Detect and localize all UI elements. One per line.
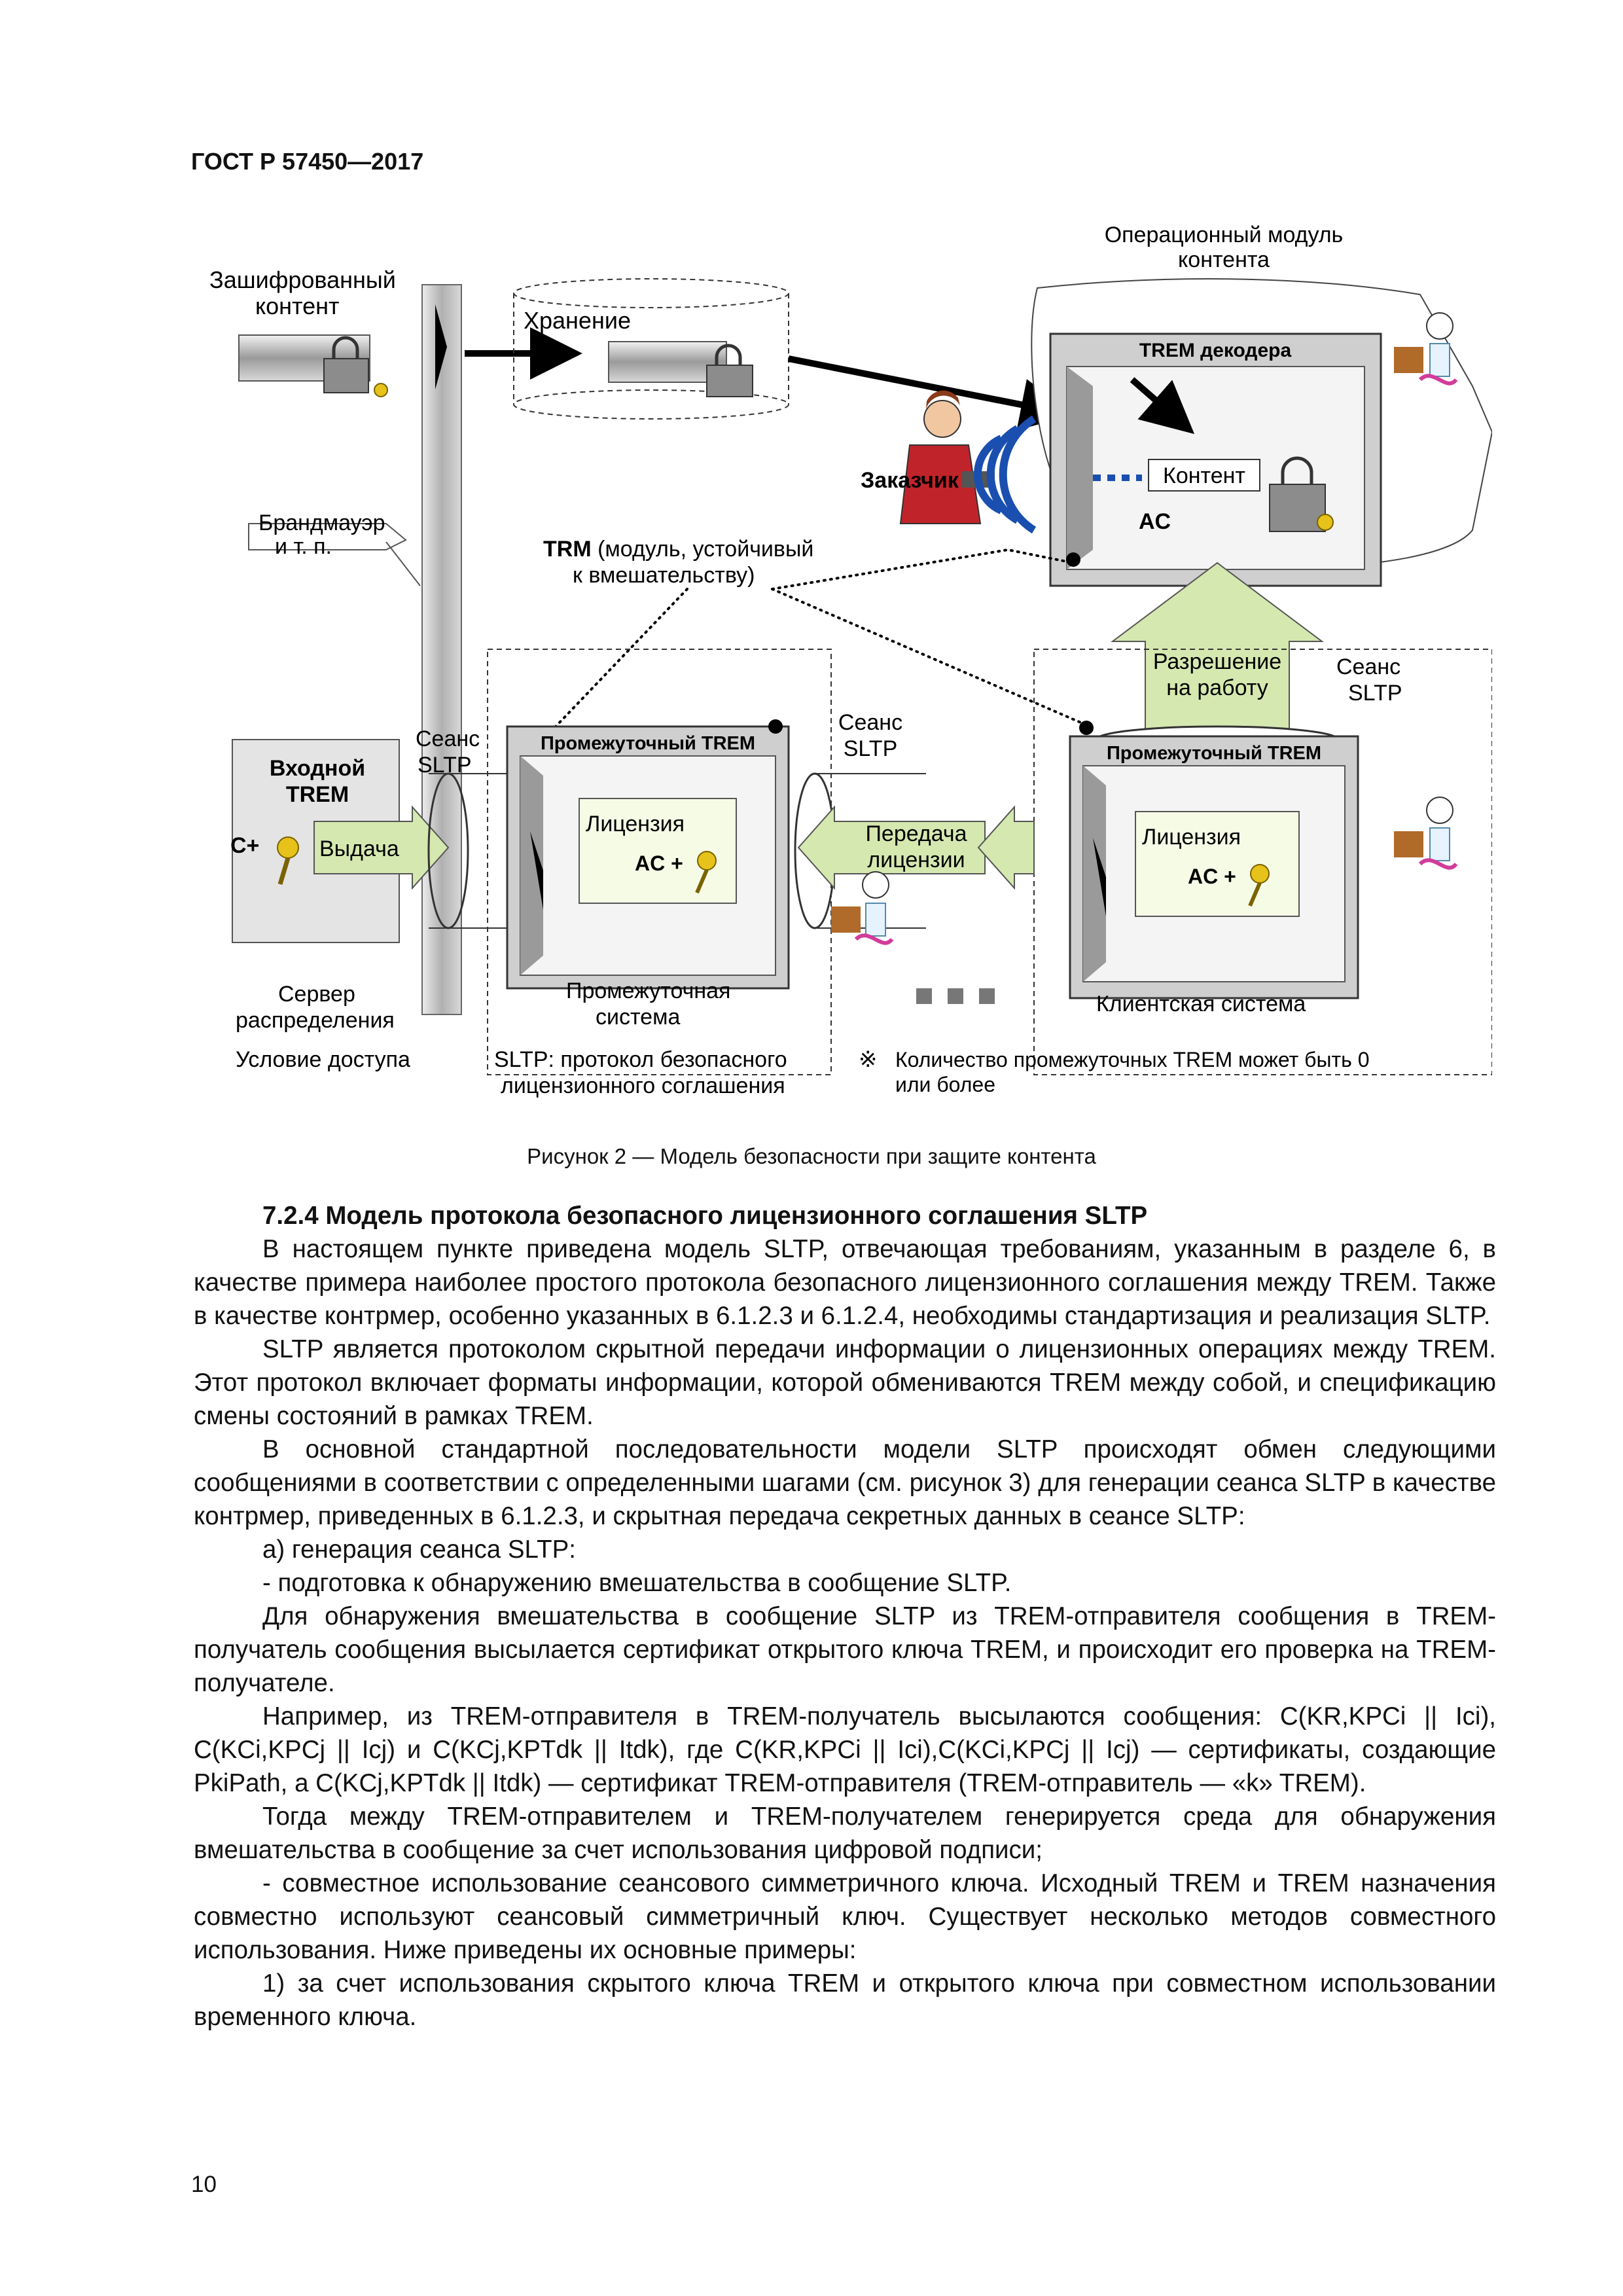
document-header: ГОСТ Р 57450—2017 (191, 148, 424, 175)
license-label-1: Лицензия (586, 812, 685, 836)
paragraph: Тогда между TREM-отправителем и TREM-пол… (194, 1803, 1496, 1864)
firewall-label: Брандмауэр (259, 511, 385, 535)
ac-plus-label-1: AC + (635, 852, 683, 875)
list-item: - совместное использование сеансового си… (194, 1869, 1496, 1964)
svg-text:лицензии: лицензии (867, 848, 965, 872)
padlock-icon (706, 344, 753, 397)
license-transfer-label: Передача (865, 821, 967, 846)
note-text: Количество промежуточных TREM может быть… (895, 1048, 1370, 1071)
session-right-label: Сеанс (1336, 655, 1400, 679)
svg-text:SLTP: SLTP (844, 736, 898, 761)
paragraph: SLTP является протоколом скрытной переда… (194, 1335, 1496, 1430)
list-item: 1) за счет использования скрытого ключа … (194, 1969, 1496, 2031)
op-module-label: Операционный модуль (1105, 223, 1344, 247)
attacker-icon (831, 871, 894, 945)
svg-text:SLTP: SLTP (1348, 681, 1402, 706)
key-icon (695, 851, 717, 894)
permission-label: Разрешение (1153, 649, 1281, 674)
intermediate-trem-label-1: Промежуточный TREM (541, 733, 755, 754)
list-item: а) генерация сеанса SLTP: (262, 1535, 576, 1564)
c-plus-label: C+ (230, 833, 259, 858)
paragraph: Для обнаружения вмешательства в сообщени… (194, 1602, 1496, 1697)
key-icon (277, 836, 299, 886)
ac-plus-label-2: AC + (1188, 865, 1236, 888)
firewall-wall (421, 284, 462, 1015)
intermediate-system-label: Промежуточная (566, 978, 730, 1003)
decoder-trem-label: TREM декодера (1139, 340, 1292, 361)
svg-text:или более: или более (895, 1073, 995, 1096)
padlock-icon (1269, 456, 1334, 532)
customer-label: Заказчик (861, 468, 959, 493)
section-heading: 7.2.4 Модель протокола безопасного лицен… (262, 1202, 1148, 1230)
attacker-icon (1394, 797, 1458, 870)
issue-label: Выдача (319, 836, 399, 861)
paragraph: В настоящем пункте приведена модель SLTP… (194, 1235, 1496, 1330)
page-number: 10 (191, 2172, 217, 2197)
license-transfer-arrow (797, 805, 986, 890)
svg-text:TREM: TREM (286, 782, 349, 807)
attacker-icon (1394, 312, 1458, 386)
ellipsis-marker (916, 988, 932, 1004)
license-scroll-2 (1135, 811, 1300, 917)
figure-caption: Рисунок 2 — Модель безопасности при защи… (527, 1144, 1096, 1168)
svg-text:контента: контента (1178, 247, 1270, 272)
content-label: Контент (1163, 463, 1245, 488)
intermediate-trem-label-2: Промежуточный TREM (1107, 743, 1321, 764)
license-label-2: Лицензия (1142, 825, 1241, 850)
encrypted-content-label: Зашифрованный (209, 266, 396, 293)
paragraph: Например, из TREM-отправителя в TREM-пол… (194, 1702, 1496, 1797)
trm-label: TRM (модуль, устойчивый (543, 537, 813, 562)
svg-text:контент: контент (255, 293, 340, 319)
intermediate-trem-box-2 (1069, 735, 1359, 999)
security-model-figure: Зашифрованный контент Брандмауэр и т. п.… (190, 223, 1493, 1106)
note-mark: ※ (859, 1047, 878, 1072)
padlock-icon (323, 336, 388, 397)
storage-cylinder (513, 278, 789, 420)
body-text: 7.2.4 Модель протокола безопасного лицен… (194, 1199, 1496, 2034)
session-mid-label: Сеанс (838, 710, 902, 735)
permission-arrow (1111, 562, 1324, 740)
storage-label: Хранение (524, 307, 631, 334)
paragraph: В основной стандартной последовательност… (194, 1435, 1496, 1530)
session-left-label: Сеанс (416, 726, 480, 751)
access-condition-label: Условие доступа (236, 1047, 410, 1072)
customer-icon (899, 390, 995, 524)
svg-text:на работу: на работу (1166, 675, 1268, 700)
input-trem-label: Входной (270, 756, 365, 781)
list-item: - подготовка к обнаружению вмешательства… (262, 1569, 1012, 1597)
distribution-server-label: Сервер (278, 982, 355, 1007)
svg-text:и т. п.: и т. п. (275, 534, 332, 559)
key-icon (1248, 864, 1270, 907)
ac-label: AC (1139, 509, 1171, 534)
client-system-label: Клиентская система (1096, 992, 1306, 1016)
issue-arrow (313, 805, 450, 890)
license-scroll-1 (579, 798, 737, 904)
flow-arrow (788, 355, 1073, 431)
svg-text:распределения: распределения (236, 1008, 395, 1033)
sltp-definition: SLTP: протокол безопасного (494, 1047, 787, 1072)
svg-text:лицензионного соглашения: лицензионного соглашения (501, 1073, 785, 1098)
svg-text:система: система (596, 1005, 680, 1030)
trm-label-line2: к вмешательству) (573, 563, 755, 588)
